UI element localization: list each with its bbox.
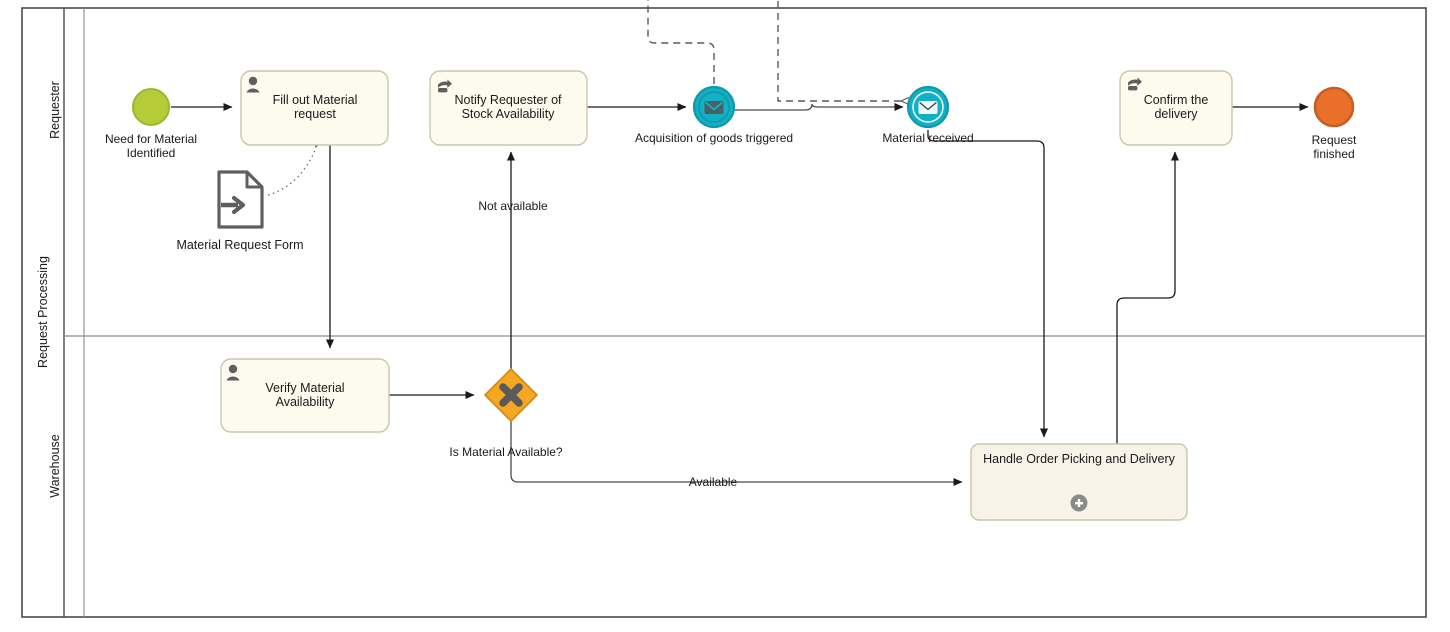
event-label: Acquisition of goods triggered (635, 131, 793, 145)
end-event-label-line1: Request (1312, 133, 1357, 147)
start-event-label-line2: Identified (127, 146, 176, 160)
message-flow-to-material-received (777, 0, 901, 101)
task-verify-material-availability[interactable]: Verify Material Availability (220, 358, 390, 433)
x-mark-icon (499, 383, 523, 407)
task-label-line1: Notify Requester of (455, 93, 563, 107)
message-flows (647, 0, 901, 101)
task-label-line2: delivery (1154, 107, 1198, 121)
intermediate-event-material-received[interactable]: Material received (882, 85, 974, 145)
data-assoc-form-to-fillout (267, 147, 317, 196)
event-label: Material received (882, 131, 973, 145)
task-label-line2: request (294, 107, 336, 121)
task-label-line1: Confirm the (1144, 93, 1209, 107)
gateway-label: Is Material Available? (449, 445, 563, 459)
pool-title: Request Processing (36, 256, 50, 368)
start-event-need-for-material[interactable]: Need for Material Identified (105, 88, 197, 160)
task-fill-out-material-request[interactable]: Fill out Material request (240, 70, 389, 146)
data-object-material-request-form[interactable]: Material Request Form (176, 170, 304, 252)
end-event-request-finished[interactable]: Request finished (1312, 86, 1357, 161)
intermediate-event-acquisition-of-goods[interactable]: Acquisition of goods triggered (635, 85, 793, 145)
flow-acquisition-to-material-received (733, 103, 904, 111)
task-confirm-the-delivery[interactable]: Confirm the delivery (1119, 70, 1233, 146)
gateway-is-material-available[interactable]: Is Material Available? (449, 368, 563, 459)
plus-icon[interactable] (1070, 494, 1088, 512)
user-icon (246, 76, 260, 93)
data-input-arrow-icon (221, 195, 246, 215)
lane-title-warehouse: Warehouse (48, 434, 62, 498)
task-label-line1: Fill out Material (273, 93, 358, 107)
task-label-line2: Availability (276, 395, 336, 409)
message-flow-to-acquisition (647, 0, 715, 84)
task-label-line1: Verify Material (265, 381, 344, 395)
flow-subprocess-to-confirm (1116, 151, 1179, 520)
hand-pointer-icon (438, 79, 452, 93)
task-label-line2: Stock Availability (462, 107, 556, 121)
envelope-icon (918, 101, 938, 114)
flow-label-available: Available (689, 475, 738, 489)
start-event-label-line1: Need for Material (105, 132, 197, 146)
data-object-label: Material Request Form (176, 238, 303, 252)
user-icon (226, 364, 240, 381)
end-event-label-line2: finished (1313, 147, 1354, 161)
flow-material-received-to-subprocess (927, 130, 1048, 438)
task-notify-requester-stock-availability[interactable]: Notify Requester of Stock Availability (429, 70, 588, 146)
hand-pointer-icon (1128, 77, 1142, 91)
flow-label-not-available: Not available (478, 199, 548, 213)
lane-requester: Requester (48, 8, 1426, 617)
envelope-icon (704, 101, 724, 114)
subprocess-handle-order-picking-and-delivery[interactable]: Handle Order Picking and Delivery (970, 443, 1188, 521)
flow-gateway-available (510, 421, 963, 486)
lane-title-requester: Requester (48, 81, 62, 139)
lane-warehouse: Warehouse (48, 434, 62, 498)
subprocess-label: Handle Order Picking and Delivery (983, 452, 1176, 466)
